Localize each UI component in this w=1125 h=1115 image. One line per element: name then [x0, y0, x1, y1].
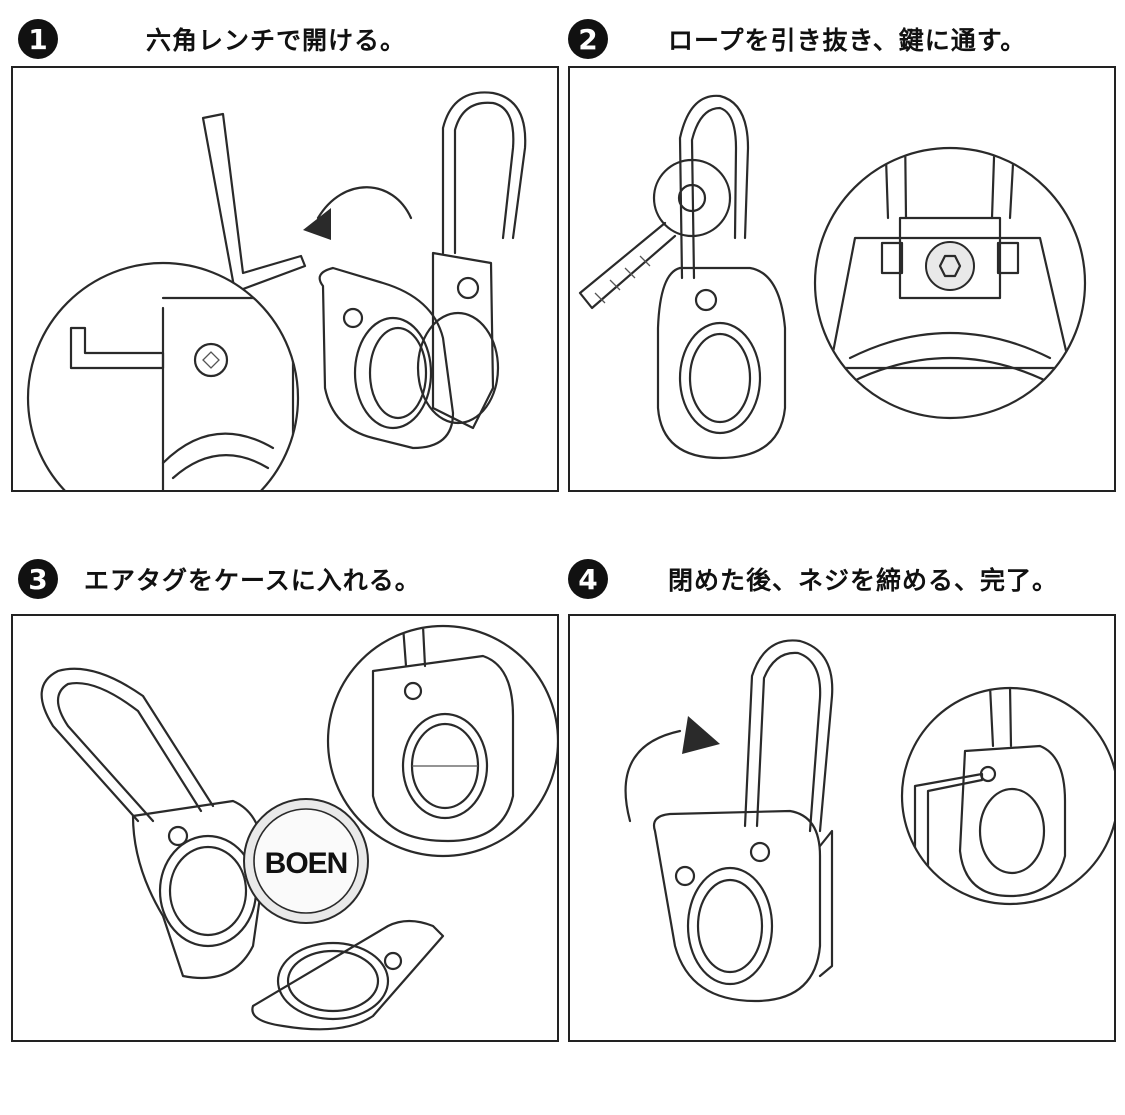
key-icon [578, 158, 732, 310]
step-4-panel [568, 614, 1116, 1042]
hex-screw-icon [938, 254, 962, 278]
step-3-caption: エアタグをケースに入れる。 [84, 566, 421, 595]
step-1-number-badge: 1 [18, 19, 58, 59]
step-4-number-badge: 4 [568, 559, 608, 599]
step-2-illustration [578, 94, 1087, 460]
step-4-caption: 閉めた後、ネジを締める、完了。 [668, 566, 1059, 595]
step-2-caption: ロープを引き抜き、鍵に通す。 [668, 26, 1027, 55]
product-label: BOEN [265, 847, 348, 880]
airtag-disc: BOEN [243, 798, 369, 924]
step-3-panel: BOEN [11, 614, 559, 1042]
step-4-header: 4 閉めた後、ネジを締める、完了。 [568, 557, 1058, 601]
step-4-illustration [624, 639, 1114, 1003]
step-3-illustration: BOEN [40, 624, 557, 1031]
magnified-detail-circle [900, 686, 1114, 906]
magnified-detail-circle [26, 261, 300, 490]
step-3-header: 3 エアタグをケースに入れる。 [18, 557, 421, 601]
step-1-illustration [26, 91, 527, 490]
curved-arrow-icon [624, 729, 682, 823]
step-2-header: 2 ロープを引き抜き、鍵に通す。 [568, 17, 1026, 61]
hex-wrench-icon [201, 112, 307, 294]
step-1-header: 1 六角レンチで開ける。 [18, 17, 406, 61]
step-1-caption: 六角レンチで開ける。 [146, 26, 407, 55]
step-1-panel [11, 66, 559, 492]
step-2-number-badge: 2 [568, 19, 608, 59]
magnified-detail-circle [813, 146, 1087, 420]
step-2-panel [568, 66, 1116, 492]
step-3-number-badge: 3 [18, 559, 58, 599]
magnified-detail-circle [326, 624, 557, 858]
curved-arrow-icon [316, 186, 413, 220]
